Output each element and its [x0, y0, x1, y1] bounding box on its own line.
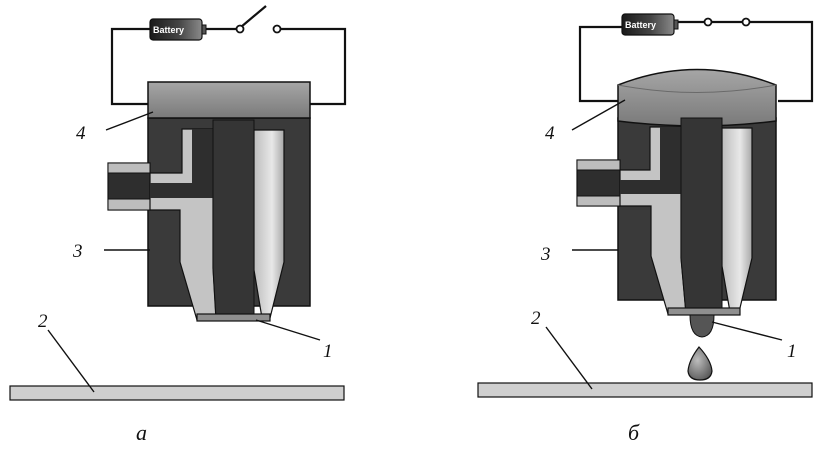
panel-b: Battery 4 3 2 — [477, 13, 814, 445]
wire-right-b — [746, 20, 814, 103]
callout-lines-b — [545, 99, 783, 390]
switch-contact-a1 — [235, 24, 245, 34]
piezo-b-edge — [617, 84, 777, 93]
label-2-a: 2 — [38, 311, 48, 332]
panel-label-a: а — [136, 420, 147, 445]
inlet-wall-top-b — [576, 159, 621, 171]
inlet-wall-bottom-b — [576, 195, 621, 207]
piezo-a — [147, 81, 311, 119]
label-4-b: 4 — [545, 123, 555, 144]
label-4-a: 4 — [76, 123, 86, 144]
center-column-a — [212, 119, 255, 319]
switch-lever-a — [240, 5, 267, 28]
label-3-a: 3 — [72, 241, 83, 262]
wire-left-a — [110, 27, 150, 106]
nozzle-a — [196, 313, 271, 322]
label-3-b: 3 — [540, 244, 551, 265]
label-1-a: 1 — [323, 341, 333, 362]
droplet-icon — [687, 346, 713, 381]
meniscus-b — [689, 314, 715, 338]
center-column-b — [680, 117, 723, 315]
battery-b: Battery — [621, 13, 679, 36]
label-2-b: 2 — [531, 308, 541, 329]
battery-label-a: Battery — [153, 25, 184, 35]
wire-left-b — [578, 25, 622, 103]
nozzle-b — [667, 307, 741, 316]
battery-a: Battery — [149, 18, 207, 41]
panel-label-b: б — [628, 420, 640, 445]
substrate-b — [477, 382, 813, 398]
substrate-a — [9, 385, 345, 401]
inlet-wall-top-a — [107, 162, 151, 174]
switch-contact-b1 — [703, 17, 713, 27]
circuit-a — [110, 5, 347, 106]
wire-right-a — [277, 27, 347, 106]
callout-lines-a — [47, 111, 321, 393]
panel-a: Battery 4 3 2 1 а — [9, 5, 347, 445]
inlet-wall-bottom-a — [107, 198, 151, 211]
switch-contact-b2 — [741, 17, 751, 27]
ink-passage-b — [620, 127, 681, 194]
ink-passage-a — [150, 129, 213, 198]
label-1-b: 1 — [787, 341, 797, 362]
switch-contact-a2 — [272, 24, 282, 34]
battery-label-b: Battery — [625, 20, 656, 30]
